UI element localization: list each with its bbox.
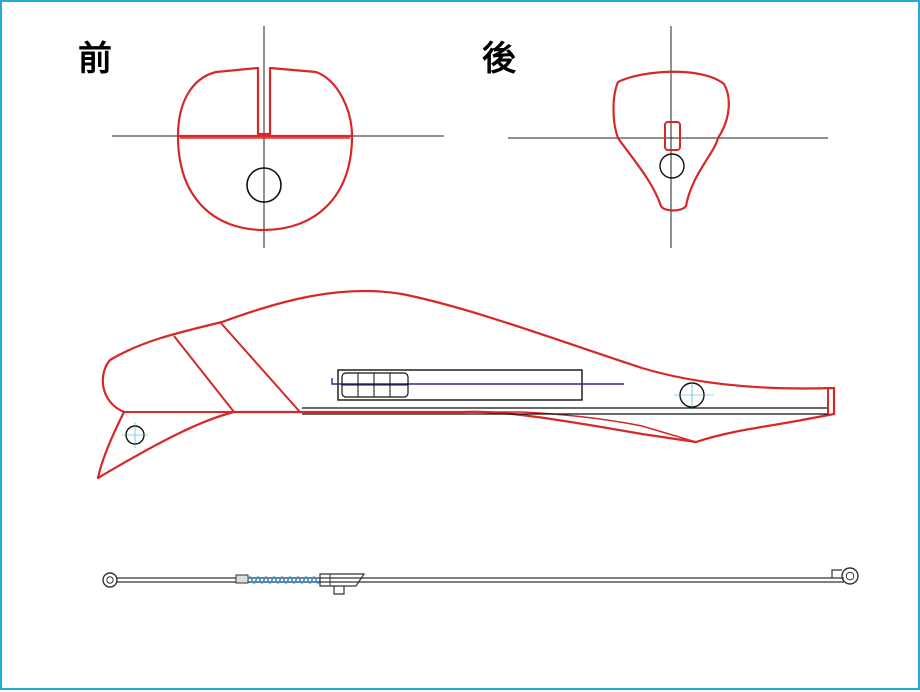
side-view-head-joint-1: [173, 335, 235, 413]
rear-view-body-outline: [612, 70, 730, 212]
wire-rig-connector: [319, 573, 366, 587]
rear-view-line-slot: [664, 121, 681, 151]
wire-rig-crimp-sleeve: [235, 574, 249, 584]
front-view: [112, 26, 444, 248]
wire-rig-snap: [831, 569, 842, 578]
side-view-internal-cavity: [337, 369, 583, 401]
side-view: [96, 289, 836, 480]
wire-rig-spring: [247, 576, 321, 584]
front-view-upper-dome: [176, 66, 354, 138]
rear-view: [508, 26, 828, 248]
wire-rig-right-eye-outer: [841, 567, 859, 585]
front-view-label: 前: [78, 39, 112, 79]
rear-view-weight-hole: [659, 153, 685, 179]
wire-rig-hanger: [333, 586, 345, 595]
wire-rig: [102, 567, 859, 595]
side-view-head-joint-2: [219, 321, 301, 413]
side-view-keel: [300, 411, 697, 443]
front-view-lower-bowl: [176, 135, 354, 232]
rear-view-label: 後: [482, 39, 516, 79]
wire-rig-left-eye-inner: [106, 576, 114, 584]
side-view-body-outline: [96, 289, 836, 480]
side-view-wire: [331, 378, 624, 385]
front-view-eye-hole: [246, 167, 282, 203]
wire-rig-right-eye-inner: [845, 571, 855, 581]
wire-rig-left-eye-outer: [102, 572, 118, 588]
